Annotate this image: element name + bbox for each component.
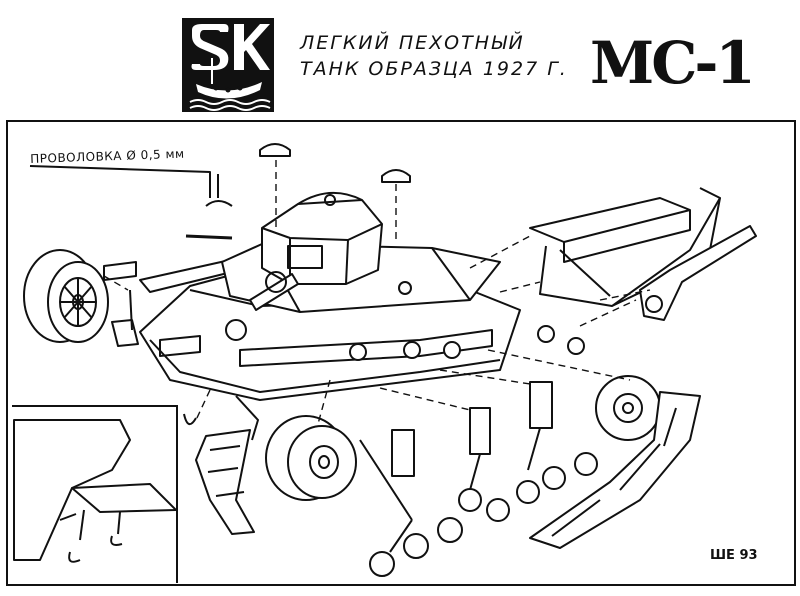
front-track-section	[195, 429, 255, 535]
idler-wheel	[23, 249, 109, 343]
main-gun	[249, 271, 299, 311]
inset-detail	[13, 419, 177, 563]
drawing-frame	[6, 120, 796, 586]
idler-mount-parts	[103, 261, 139, 347]
return-rollers	[183, 319, 585, 441]
engine-deck	[529, 187, 721, 307]
assembly-lines	[103, 160, 651, 425]
suspension-bogie-2	[458, 407, 510, 522]
title-line-1: ЛЕГКИЙ ПЕХОТНЫЙ	[300, 32, 525, 54]
suspension-bogie-1	[359, 429, 463, 577]
diagram-title: ЛЕГКИЙ ПЕХОТНЫЙ ТАНК ОБРАЗЦА 1927 Г.	[300, 30, 590, 82]
drive-sprocket	[595, 375, 661, 441]
wire-leader	[29, 165, 219, 198]
rear-track-section	[529, 391, 701, 549]
publisher-logo	[182, 18, 274, 112]
tail-skid	[639, 225, 757, 321]
turret	[261, 191, 383, 285]
title-line-2: ТАНК ОБРАЗЦА 1927 Г.	[300, 58, 568, 80]
author-signature: ШЕ 93	[710, 548, 758, 563]
hatch-handles	[185, 143, 411, 240]
suspension-bogie-3	[516, 381, 598, 504]
road-wheel	[265, 415, 357, 501]
detail-inset-frame	[12, 405, 178, 583]
